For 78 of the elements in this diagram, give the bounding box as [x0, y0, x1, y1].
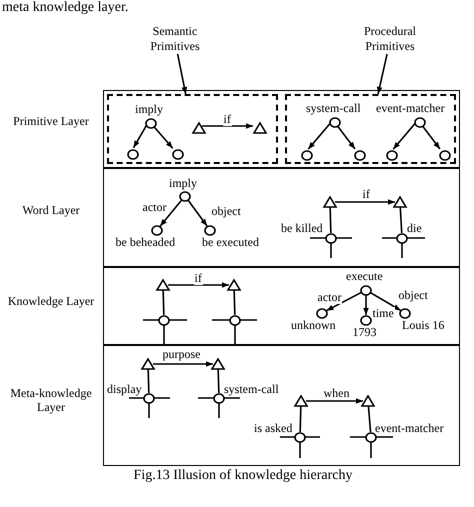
- edge-label: time: [372, 307, 395, 320]
- callout-text: Semantic Primitives: [130, 24, 220, 54]
- dashed-group-box: [285, 94, 456, 164]
- arrow: [326, 292, 362, 312]
- layer-label: Primitive Layer: [12, 114, 90, 128]
- arrow: [153, 361, 213, 367]
- triangle-node: [294, 395, 308, 407]
- caption: Fig.13 Illusion of knowledge hierarchy: [132, 468, 354, 484]
- arrow: [420, 124, 441, 150]
- connector-line: [368, 406, 372, 432]
- edge-label: if: [362, 188, 371, 201]
- layer-label: Word Layer: [21, 203, 81, 217]
- arrow: [152, 124, 174, 149]
- circle-node: display: [107, 383, 155, 404]
- arrow: [168, 282, 229, 288]
- arrow: [370, 292, 402, 312]
- connector-line: [147, 368, 150, 394]
- circle-node: [158, 314, 170, 326]
- triangle-node: [227, 279, 241, 291]
- dashed-group-box: [107, 94, 278, 164]
- layer-label: Knowledge Layer: [6, 294, 96, 308]
- edge-label: actor: [316, 291, 342, 304]
- arrow: [187, 200, 208, 226]
- circle-node: [127, 148, 139, 160]
- connector-line: [299, 406, 302, 432]
- triangle-node: [192, 122, 206, 134]
- circle-node: [229, 314, 241, 326]
- circle-node: event-matcher: [365, 422, 447, 442]
- triangle-node: [323, 196, 337, 208]
- layer-label: Meta-knowledge Layer: [9, 386, 93, 414]
- body-text: meta knowledge layer.: [2, 0, 128, 16]
- leader-arrow: [376, 54, 388, 94]
- circle-node: execute: [346, 270, 386, 296]
- arrow: [132, 124, 148, 148]
- circle-node: is asked: [254, 422, 306, 442]
- circle-node: be beheaded: [116, 224, 178, 249]
- triangle-node: [156, 279, 170, 291]
- circle-node: imply: [169, 177, 201, 202]
- circle-node: be killed: [281, 222, 337, 244]
- connector-line: [162, 290, 165, 316]
- arrow: [306, 398, 363, 404]
- edge-label: object: [210, 205, 242, 218]
- callout-text: Procedural Primitives: [345, 24, 435, 54]
- circle-node: [301, 150, 313, 160]
- circle-node: be executed: [202, 224, 262, 249]
- arrow: [335, 124, 356, 150]
- arrow: [308, 123, 330, 150]
- edge-label: if: [222, 113, 232, 126]
- circle-node: event-matcher: [376, 102, 448, 128]
- arrow: [392, 123, 416, 150]
- circle-node: unknown: [291, 308, 339, 332]
- circle-node: die: [396, 222, 425, 244]
- triangle-node: [211, 358, 225, 370]
- arrow: [335, 199, 395, 205]
- triangle-node: [393, 196, 407, 208]
- arrow: [160, 199, 182, 227]
- circle-node: [439, 150, 451, 160]
- triangle-node: [253, 122, 267, 134]
- connector-line: [329, 206, 332, 234]
- edge-label: when: [322, 387, 350, 400]
- edge-label: if: [194, 272, 203, 285]
- connector-line: [217, 368, 220, 394]
- circle-node: system-call: [306, 102, 364, 128]
- circle-node: imply: [135, 103, 167, 128]
- leader-arrow: [176, 54, 188, 94]
- edge-label: actor: [142, 201, 168, 214]
- edge-label: object: [398, 289, 429, 302]
- circle-node: [354, 150, 366, 160]
- connector-line: [233, 290, 236, 316]
- circle-node: [172, 148, 184, 160]
- arrow: [363, 295, 369, 315]
- circle-node: Louis 16: [399, 308, 448, 332]
- arrow: [202, 123, 253, 129]
- triangle-node: [361, 395, 375, 407]
- triangle-node: [141, 358, 155, 370]
- connector-line: [399, 206, 403, 234]
- circle-node: [386, 150, 398, 160]
- circle-node: system-call: [213, 383, 282, 404]
